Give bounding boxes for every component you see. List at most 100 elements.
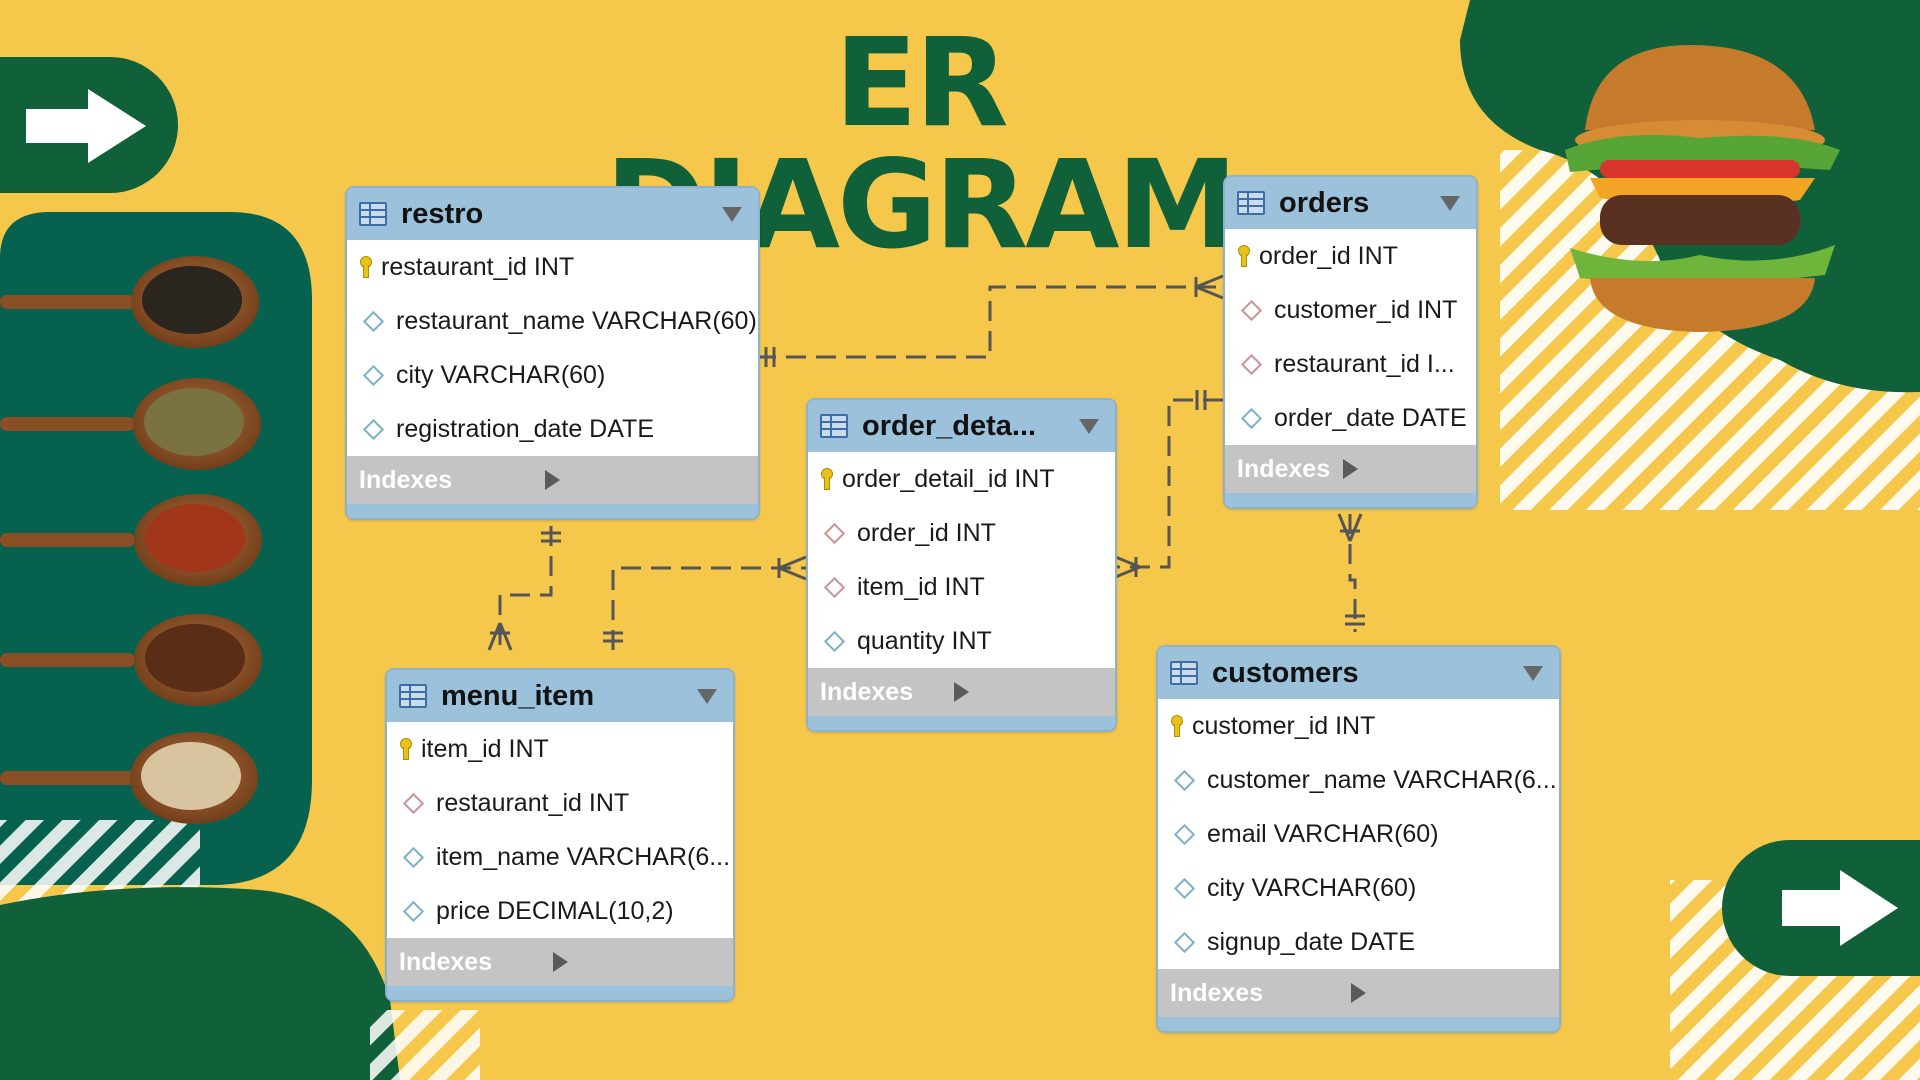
chevron-down-icon[interactable] — [697, 688, 717, 704]
column-row[interactable]: customer_id INT — [1225, 283, 1476, 337]
column-label: order_date DATE — [1274, 403, 1467, 432]
indexes-label: Indexes — [399, 947, 493, 976]
column-row[interactable]: customer_id INT — [1158, 699, 1559, 753]
table-footer — [1158, 1017, 1559, 1031]
column-row[interactable]: item_id INT — [387, 722, 733, 776]
column-icon — [402, 900, 425, 922]
column-label: registration_date DATE — [396, 414, 654, 443]
table-restro[interactable]: restro restaurant_id INT restaurant_name V… — [345, 186, 760, 520]
indexes-bar[interactable]: Indexes — [1158, 969, 1559, 1017]
table-name: orders — [1279, 186, 1370, 219]
indexes-label: Indexes — [1170, 978, 1264, 1007]
column-icon — [1173, 931, 1196, 953]
chevron-down-icon[interactable] — [1440, 195, 1460, 211]
column-row[interactable]: city VARCHAR(60) — [1158, 861, 1559, 915]
column-label: item_id INT — [857, 572, 985, 601]
column-label: order_id INT — [857, 518, 996, 547]
table-name: menu_item — [441, 679, 595, 712]
table-order-details[interactable]: order_deta... order_detail_id INT order_id… — [806, 398, 1117, 732]
column-icon — [362, 418, 385, 440]
column-row[interactable]: email VARCHAR(60) — [1158, 807, 1559, 861]
arrow-right-icon[interactable] — [22, 85, 152, 167]
column-label: price DECIMAL(10,2) — [436, 896, 674, 925]
chevron-down-icon[interactable] — [722, 206, 742, 222]
table-footer — [347, 504, 758, 518]
table-icon — [359, 202, 387, 226]
column-icon — [1173, 877, 1196, 899]
column-row[interactable]: item_id INT — [808, 560, 1115, 614]
column-icon — [362, 364, 385, 386]
indexes-label: Indexes — [1237, 454, 1331, 483]
table-header[interactable]: orders — [1225, 177, 1476, 229]
column-row[interactable]: restaurant_id INT — [347, 240, 758, 294]
primary-key-icon — [1237, 245, 1250, 267]
table-customers[interactable]: customers customer_id INT customer_name VA… — [1156, 645, 1561, 1033]
column-row[interactable]: signup_date DATE — [1158, 915, 1559, 969]
table-icon — [399, 684, 427, 708]
column-label: item_id INT — [421, 734, 549, 763]
column-row[interactable]: order_date DATE — [1225, 391, 1476, 445]
foreign-key-icon — [402, 792, 425, 814]
table-name: restro — [401, 197, 484, 230]
table-icon — [1237, 191, 1265, 215]
column-label: email VARCHAR(60) — [1207, 819, 1439, 848]
chevron-down-icon[interactable] — [1079, 418, 1099, 434]
column-icon — [1240, 407, 1263, 429]
column-label: restaurant_id INT — [381, 252, 575, 281]
column-icon — [1173, 769, 1196, 791]
column-label: customer_id INT — [1192, 711, 1376, 740]
indexes-bar[interactable]: Indexes — [1225, 445, 1476, 493]
column-icon — [402, 846, 425, 868]
primary-key-icon — [399, 738, 412, 760]
foreign-key-icon — [823, 576, 846, 598]
column-label: order_id INT — [1259, 241, 1398, 270]
indexes-label: Indexes — [820, 677, 914, 706]
table-name: order_deta... — [862, 409, 1037, 442]
expand-arrow-icon[interactable] — [552, 952, 722, 972]
column-row[interactable]: price DECIMAL(10,2) — [387, 884, 733, 938]
primary-key-icon — [1170, 715, 1183, 737]
column-label: restaurant_name VARCHAR(60) — [396, 306, 757, 335]
column-row[interactable]: registration_date DATE — [347, 402, 758, 456]
expand-arrow-icon[interactable] — [545, 470, 746, 490]
table-orders[interactable]: orders order_id INT customer_id INT restaur… — [1223, 175, 1478, 509]
expand-arrow-icon[interactable] — [954, 682, 1103, 702]
table-icon — [820, 414, 848, 438]
column-row[interactable]: restaurant_id INT — [387, 776, 733, 830]
column-label: customer_id INT — [1274, 295, 1458, 324]
column-row[interactable]: city VARCHAR(60) — [347, 348, 758, 402]
column-row[interactable]: order_id INT — [808, 506, 1115, 560]
column-row[interactable]: restaurant_name VARCHAR(60) — [347, 294, 758, 348]
indexes-bar[interactable]: Indexes — [387, 938, 733, 986]
table-header[interactable]: menu_item — [387, 670, 733, 722]
column-label: order_detail_id INT — [842, 464, 1055, 493]
expand-arrow-icon[interactable] — [1343, 459, 1464, 479]
indexes-bar[interactable]: Indexes — [808, 668, 1115, 716]
indexes-bar[interactable]: Indexes — [347, 456, 758, 504]
column-label: city VARCHAR(60) — [396, 360, 606, 389]
column-row[interactable]: customer_name VARCHAR(6... — [1158, 753, 1559, 807]
arrow-right-icon[interactable] — [1778, 866, 1902, 950]
column-label: restaurant_id INT — [436, 788, 630, 817]
column-row[interactable]: item_name VARCHAR(6... — [387, 830, 733, 884]
column-icon — [1173, 823, 1196, 845]
burger-image — [1565, 45, 1840, 332]
column-row[interactable]: order_id INT — [1225, 229, 1476, 283]
foreign-key-icon — [823, 522, 846, 544]
chevron-down-icon[interactable] — [1523, 665, 1543, 681]
column-row[interactable]: quantity INT — [808, 614, 1115, 668]
expand-arrow-icon[interactable] — [1351, 983, 1547, 1003]
column-icon — [823, 630, 846, 652]
spice-spoons — [0, 256, 262, 824]
column-label: item_name VARCHAR(6... — [436, 842, 731, 871]
table-header[interactable]: restro — [347, 188, 758, 240]
indexes-label: Indexes — [359, 465, 453, 494]
table-menu-item[interactable]: menu_item item_id INT restaurant_id INT ite… — [385, 668, 735, 1002]
column-row[interactable]: restaurant_id I... — [1225, 337, 1476, 391]
column-icon — [362, 310, 385, 332]
table-header[interactable]: customers — [1158, 647, 1559, 699]
table-header[interactable]: order_deta... — [808, 400, 1115, 452]
column-row[interactable]: order_detail_id INT — [808, 452, 1115, 506]
column-label: customer_name VARCHAR(6... — [1207, 765, 1557, 794]
table-footer — [1225, 493, 1476, 507]
